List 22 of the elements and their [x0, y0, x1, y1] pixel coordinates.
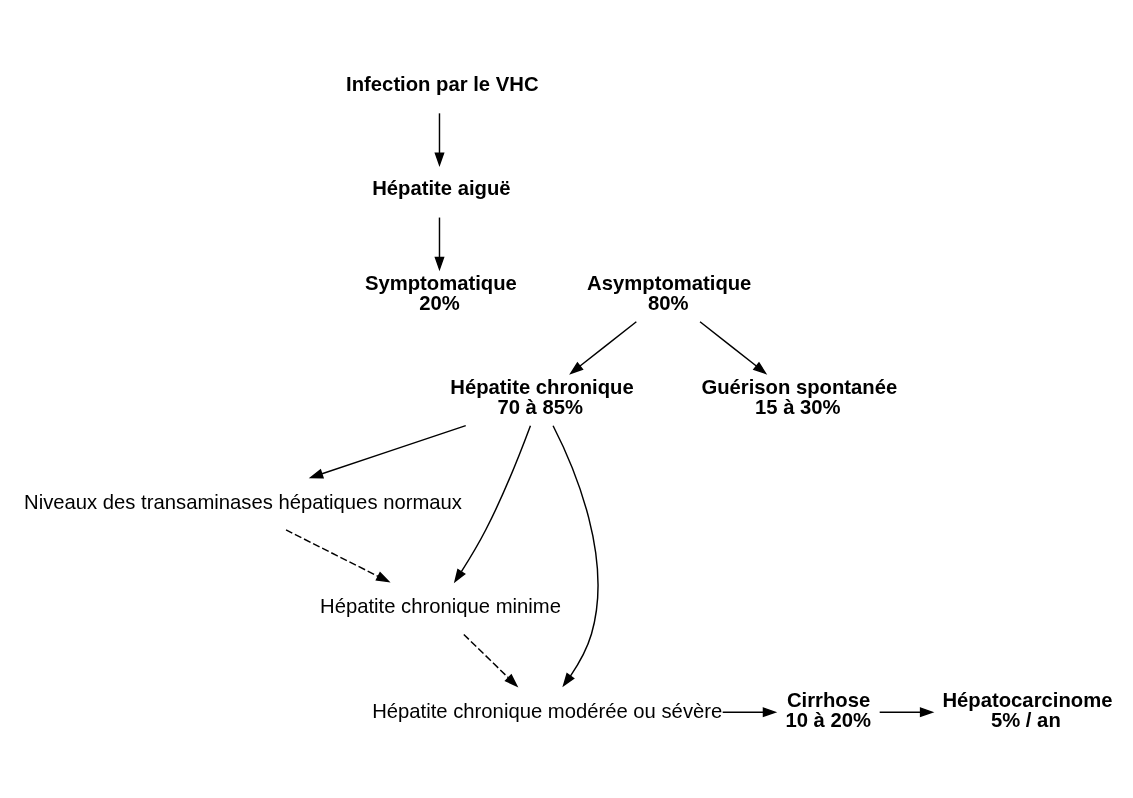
- arrow: [434, 112, 445, 167]
- arrow: [721, 706, 778, 717]
- node-text: Hépatite chronique minime: [320, 594, 561, 617]
- node-text: Cirrhose 10 à 20%: [785, 688, 872, 731]
- node-text: Asymptomatique 80%: [587, 271, 752, 314]
- node-text: Hépatite chronique 70 à 85%: [450, 375, 634, 418]
- arrow: [463, 633, 519, 687]
- arrow: [285, 528, 391, 583]
- node-text: Guérison spontanée 15 à 30%: [701, 375, 898, 418]
- arrow: [878, 706, 935, 717]
- arrow: [569, 320, 638, 375]
- arrow: [453, 424, 532, 583]
- node-text: Hépatite chronique modérée ou sévère: [372, 699, 723, 722]
- arrow: [699, 320, 768, 375]
- node-text: Symptomatique 20%: [364, 271, 517, 314]
- node-text: Infection par le VHC: [346, 72, 539, 95]
- node-text: Hépatite aiguë: [372, 176, 511, 199]
- arrow: [552, 424, 599, 687]
- node-text: Hépatocarcinome 5% / an: [942, 688, 1113, 731]
- node-text: Niveaux des transaminases hépatiques normaux: [24, 490, 462, 513]
- arrow: [308, 424, 467, 478]
- arrow: [434, 216, 445, 271]
